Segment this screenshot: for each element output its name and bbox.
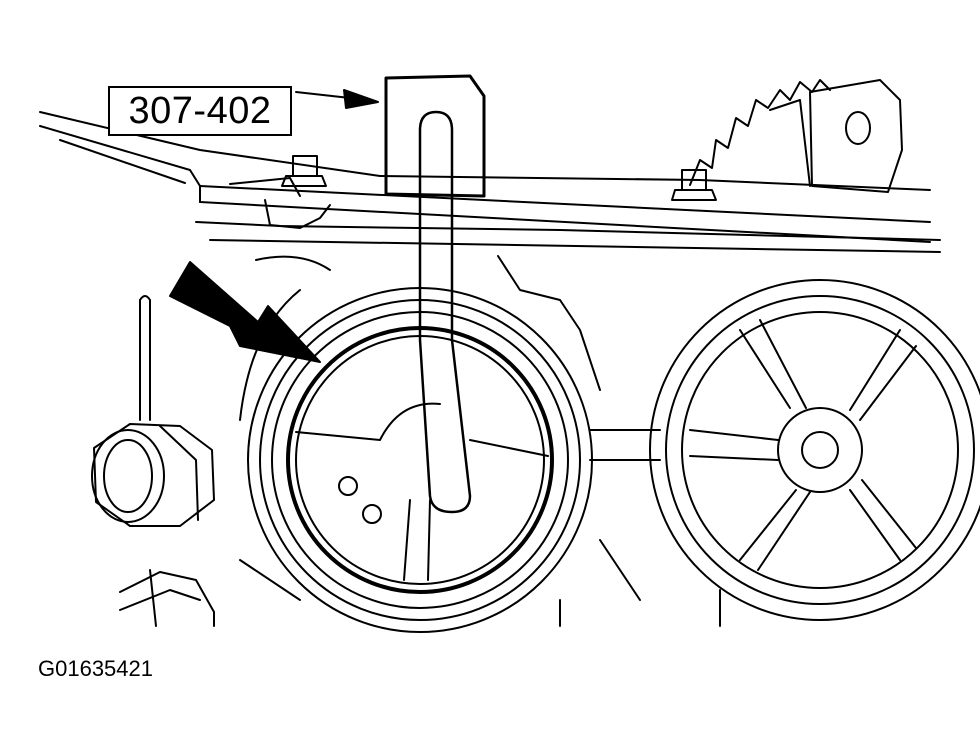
tool-number-label: 307-402 <box>128 89 272 132</box>
special-tool <box>384 74 486 514</box>
callout-arrow <box>295 89 379 109</box>
accessory-pulley <box>649 279 980 621</box>
lower-bolt <box>119 569 215 627</box>
dipstick-tube <box>139 295 151 421</box>
hex-nut <box>91 423 215 527</box>
head-bolt-right <box>671 169 717 201</box>
pointer-arrow <box>169 261 321 363</box>
tool-number-callout: 307-402 <box>108 86 292 136</box>
gear-teeth <box>689 79 831 186</box>
figure-id: G01635421 <box>38 656 153 681</box>
bracket <box>769 79 903 193</box>
engine-block-contours <box>239 255 721 627</box>
head-bolt-left <box>281 155 327 187</box>
